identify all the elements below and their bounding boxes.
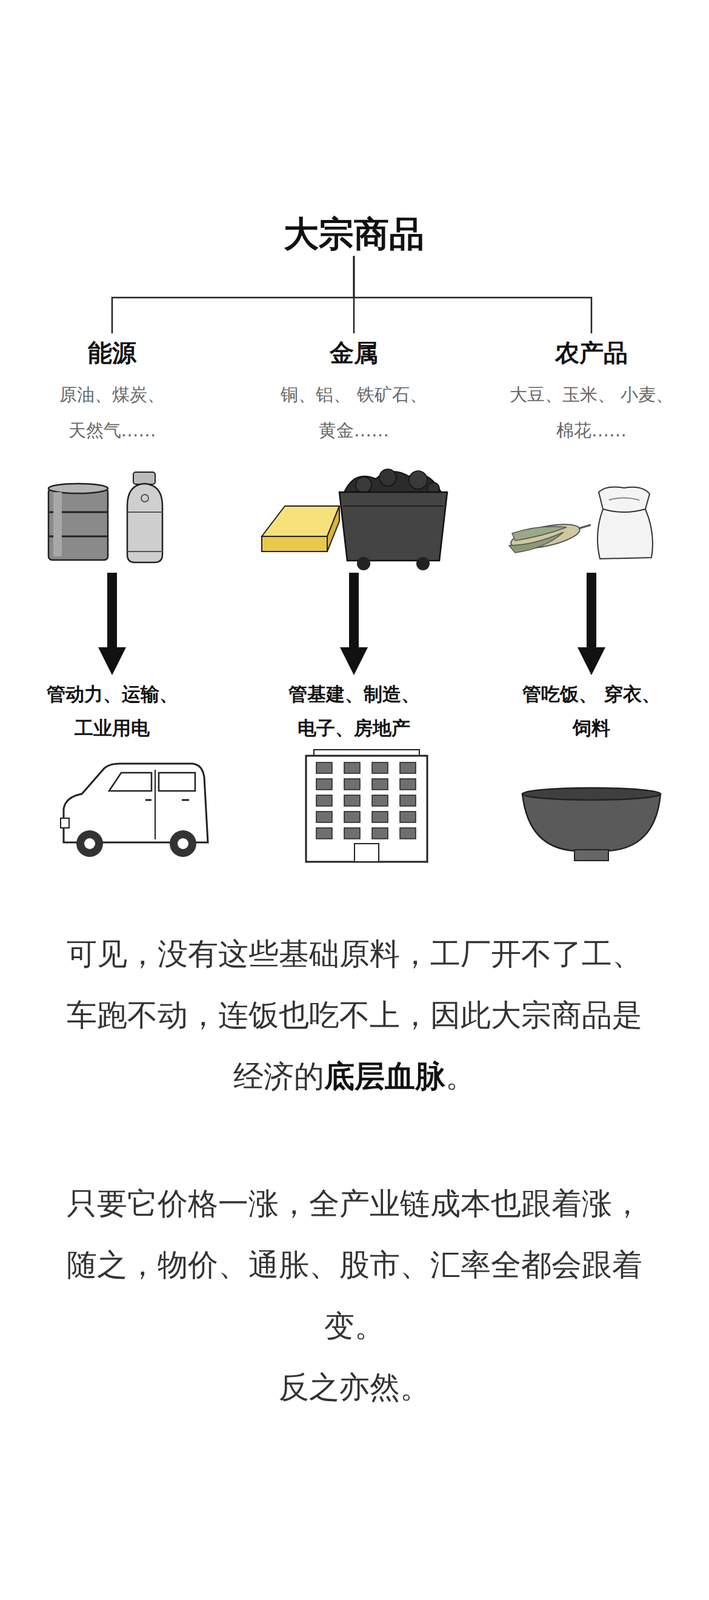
grain-sack-part (597, 487, 653, 559)
oil-barrel-part (48, 483, 108, 494)
category-name: 能源 (24, 336, 200, 369)
gas-cylinder-part (127, 483, 163, 563)
bowl-part (522, 787, 661, 800)
paragraph: 可见，没有这些基础原料，工厂开不了工、车跑不动，连饭也吃不上，因此大宗商品是经济… (57, 923, 652, 1108)
category-name: 农产品 (503, 336, 680, 369)
car-part (63, 763, 208, 843)
car-part (60, 818, 70, 828)
building-part (372, 827, 388, 839)
building-part (372, 811, 388, 823)
coal-cart-part (416, 556, 430, 571)
car (60, 763, 208, 857)
category-items: 大豆、玉米、 小麦、棉花…… (503, 376, 680, 450)
gas-cylinder-part (127, 511, 163, 513)
usage-node: 管吃饭、 穿衣、饲料 (512, 677, 671, 746)
coal-cart-part (355, 476, 372, 493)
flow-arrow (107, 572, 117, 648)
category-name: 金属 (266, 336, 442, 369)
corn (509, 519, 591, 553)
coal-cart-part (342, 505, 444, 507)
corn-part (578, 524, 591, 529)
body-text: 反之亦然。 (278, 1369, 431, 1405)
car-part (181, 799, 190, 802)
corn-part (512, 526, 567, 541)
building-part (344, 811, 360, 823)
building-part (354, 843, 379, 862)
building-part (399, 811, 416, 823)
building-part (316, 762, 333, 774)
tree-line (112, 256, 354, 334)
usage-node: 管动力、运输、 工业用电 (33, 677, 191, 746)
building (306, 749, 428, 862)
car-part (145, 799, 152, 802)
building-part (344, 827, 360, 839)
usage-text: 管动力、运输、 工业用电 (33, 677, 191, 746)
flow-arrow (586, 572, 597, 648)
building-part (316, 778, 333, 790)
grain-sack (597, 487, 653, 559)
building-part (316, 795, 333, 806)
oil-barrel-part (48, 488, 108, 560)
paragraph: 只要它价格一涨，全产业链成本也跟着涨，随之，物价、通胀、股市、汇率全都会跟着变。 (57, 1173, 652, 1357)
building-part (372, 778, 388, 790)
grain-sack-part (609, 498, 640, 501)
root-title: 大宗商品 (283, 212, 425, 257)
gas-cylinder (127, 472, 163, 563)
building-part (306, 755, 428, 862)
tree-line (353, 256, 592, 334)
body-text: 。 (445, 1058, 476, 1094)
building-part (372, 795, 388, 806)
coal-cart-part (379, 469, 397, 486)
building-part (399, 827, 416, 839)
usage-text: 管吃饭、 穿衣、饲料 (512, 677, 671, 746)
coal-cart-part (356, 556, 371, 571)
bowl (522, 787, 661, 861)
paragraph: 反之亦然。 (57, 1356, 652, 1418)
category-node: 能源原油、煤炭、 天然气…… (24, 333, 200, 573)
category-node: 农产品大豆、玉米、 小麦、棉花…… (503, 333, 680, 573)
category-items: 铜、铝、 铁矿石、黄金…… (266, 376, 442, 450)
body-text: 只要它价格一涨，全产业链成本也跟着涨，随之，物价、通胀、股市、汇率全都会跟着变。 (66, 1185, 643, 1344)
flow-arrow (349, 572, 359, 648)
gas-cylinder-part (141, 494, 149, 502)
emphasis-text: 底层血脉 (324, 1058, 446, 1094)
building-part (399, 762, 416, 774)
usage-text: 管基建、制造、 电子、房地产 (275, 677, 433, 746)
category-items: 原油、煤炭、 天然气…… (24, 376, 200, 450)
bowl-part (522, 793, 661, 851)
oil-barrel (48, 483, 108, 560)
gas-cylinder-part (133, 472, 156, 485)
car-part (158, 772, 196, 791)
oil-barrel-part (53, 492, 62, 557)
gold-bar (261, 505, 340, 552)
building-part (344, 795, 360, 806)
car-part (154, 769, 156, 840)
car-part (177, 838, 189, 849)
gold-bar-part (261, 536, 328, 552)
corn-part (509, 519, 582, 553)
grain-sack-part (602, 509, 646, 513)
coal-cart (339, 469, 448, 571)
building-part (399, 778, 416, 790)
building-part (372, 762, 388, 774)
gold-bar-part (327, 505, 340, 552)
building-part (344, 762, 360, 774)
gas-cylinder-part (127, 550, 163, 553)
building-part (344, 778, 360, 790)
usage-node: 管基建、制造、 电子、房地产 (275, 677, 433, 746)
car-part (109, 772, 152, 791)
coal-cart-part (409, 470, 428, 490)
coal-cart-part (339, 492, 448, 561)
car-part (76, 830, 104, 857)
car-part (84, 838, 96, 849)
gold-bar-part (261, 505, 340, 537)
category-node: 金属铜、铝、 铁矿石、黄金…… (266, 333, 442, 573)
building-part (399, 795, 416, 806)
car-part (169, 830, 197, 857)
bowl-part (574, 849, 609, 861)
building-part (316, 811, 333, 823)
root-node: 大宗商品 (283, 212, 425, 257)
building-part (316, 827, 333, 839)
